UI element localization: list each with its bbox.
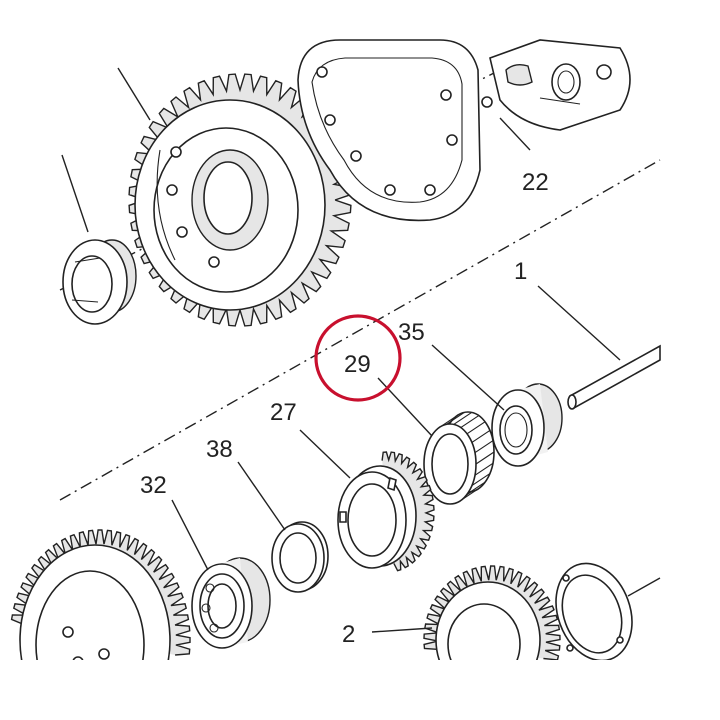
callout-35: 35	[398, 319, 425, 346]
callout-38: 38	[206, 436, 233, 463]
needle-roller	[445, 411, 465, 425]
retaining-plate-lower-right	[555, 562, 633, 660]
bushing-part-35	[491, 383, 563, 467]
upper-bushing	[62, 239, 137, 325]
needle-roller	[474, 462, 494, 476]
needle-roller	[471, 473, 491, 487]
leader-1	[537, 285, 621, 361]
leader-2	[371, 627, 433, 633]
housing-part-22	[481, 39, 631, 131]
leader-lower-right	[627, 577, 661, 597]
callout-32: 32	[140, 472, 167, 499]
callout-22: 22	[522, 169, 549, 196]
needle-roller	[453, 411, 473, 425]
flange-plate	[297, 39, 481, 222]
leader-32	[171, 499, 209, 571]
ball-bearing-part-32	[191, 557, 271, 649]
lower-shaft-axis	[59, 159, 661, 501]
leader-22	[499, 117, 531, 151]
large-gear-upper	[128, 73, 352, 327]
shaft-part-1	[567, 344, 661, 410]
synchro-ring-part-27	[337, 451, 435, 572]
needle-roller	[475, 451, 495, 465]
needle-roller	[474, 440, 494, 454]
leader-29	[377, 377, 433, 437]
gear-part-2	[423, 565, 561, 660]
highlight-circle-29	[314, 314, 402, 402]
callout-29: 29	[344, 351, 371, 378]
needle-roller	[466, 421, 486, 435]
callout-27: 27	[270, 399, 297, 426]
large-gear-lower-left	[10, 529, 191, 660]
needle-roller	[460, 415, 480, 429]
needle-roller	[471, 429, 491, 443]
needle-bearing-part-29	[423, 411, 495, 505]
thrust-washer-part-38	[271, 521, 329, 593]
callout-2: 2	[342, 621, 355, 648]
leader-38	[237, 461, 286, 531]
upper-bushing-leader	[61, 154, 89, 233]
callout-1: 1	[514, 258, 527, 285]
leader-27	[299, 429, 351, 479]
leader-35	[431, 344, 505, 411]
upper-gear-leader	[117, 67, 151, 121]
dowel-pin	[481, 96, 493, 108]
